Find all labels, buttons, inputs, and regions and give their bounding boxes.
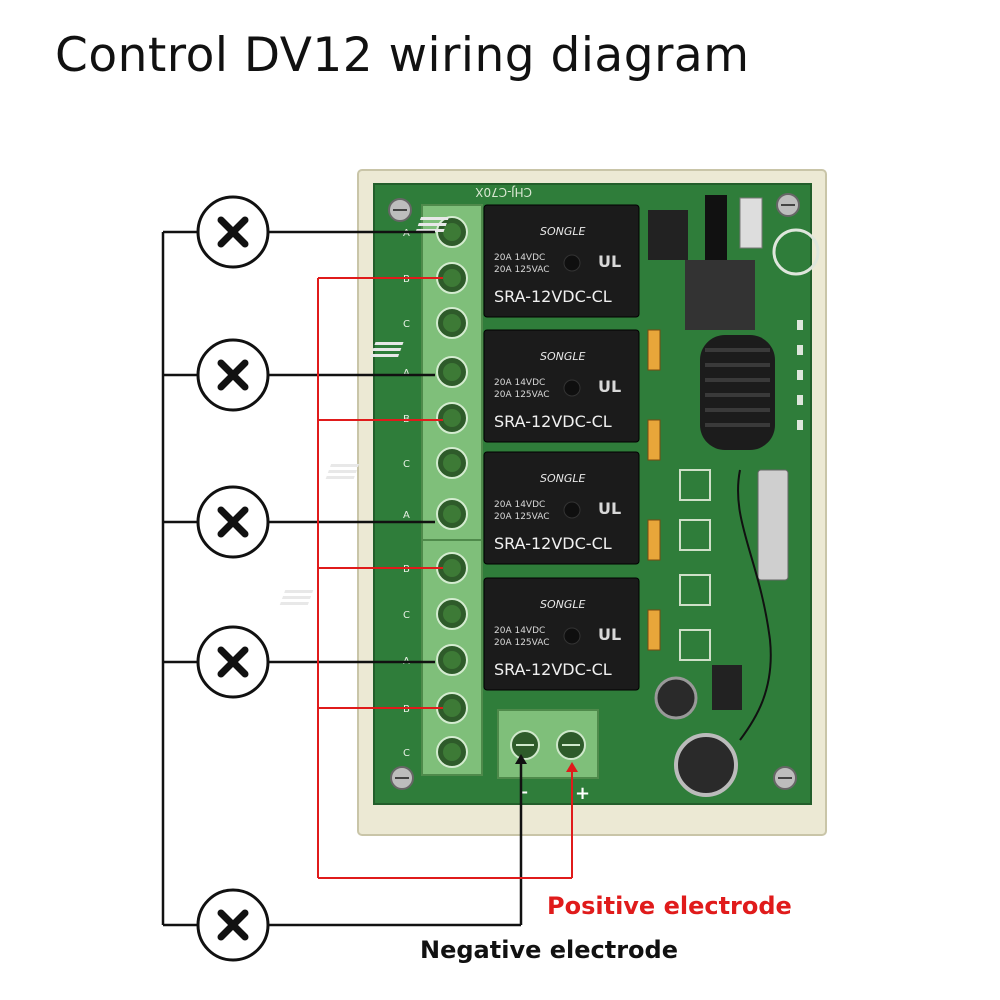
black-wires <box>161 230 523 927</box>
pcb-silk-label: CHJ-C70X <box>475 185 532 199</box>
terminal-letter: C <box>403 748 410 759</box>
relay-model: SRA-12VDC-CL <box>494 412 612 431</box>
terminal-letter: B <box>403 564 410 575</box>
terminal-letter: B <box>403 704 410 715</box>
positive-electrode-label: Positive electrode <box>547 892 792 920</box>
terminal-screw <box>436 402 468 434</box>
terminal-screw <box>436 262 468 294</box>
terminal-plus-label: + <box>575 783 590 804</box>
relay-model: SRA-12VDC-CL <box>494 534 612 553</box>
relay-spec: 20A 14VDC <box>494 253 545 263</box>
relay-spec: 20A 125VAC <box>494 265 550 275</box>
terminal-screw <box>436 447 468 479</box>
relay-spec: 20A 14VDC <box>494 500 545 510</box>
relay-cert-mark: UL <box>598 252 621 271</box>
relay: SONGLE 20A 14VDC 20A 125VAC UL SRA-12VDC-CL <box>279 577 640 691</box>
relay-spec: 20A 125VAC <box>494 512 550 522</box>
lamp-icon <box>196 485 270 559</box>
terminal-letter: C <box>403 610 410 621</box>
relay-cert-mark: UL <box>598 625 621 644</box>
pcb-components <box>647 195 820 797</box>
relay-brand: SONGLE <box>540 225 586 238</box>
diagram-title: Control DV12 wiring diagram <box>55 28 750 83</box>
relay-spec: 20A 14VDC <box>494 378 545 388</box>
red-wires <box>317 277 573 879</box>
terminal-screw <box>436 598 468 630</box>
relay-cert-mark: UL <box>598 377 621 396</box>
relay-spec: 20A 125VAC <box>494 638 550 648</box>
terminal-screw <box>436 498 468 530</box>
relay: SONGLE 20A 14VDC 20A 125VAC UL SRA-12VDC-CL <box>325 451 640 565</box>
terminal-minus-label: – <box>520 782 528 801</box>
lamp-icon <box>196 625 270 699</box>
positive-arrow <box>566 762 578 772</box>
terminal-screw <box>436 307 468 339</box>
negative-electrode-label: Negative electrode <box>420 936 678 964</box>
terminal-screw <box>436 356 468 388</box>
lamps <box>196 195 270 962</box>
lamp-icon <box>196 338 270 412</box>
relay-brand: SONGLE <box>540 472 586 485</box>
relay-spec: 20A 125VAC <box>494 390 550 400</box>
relay: SONGLE 20A 14VDC 20A 125VAC UL SRA-12VDC-CL <box>415 204 640 318</box>
terminal-letter: C <box>403 459 410 470</box>
relay-brand: SONGLE <box>540 598 586 611</box>
relay-model: SRA-12VDC-CL <box>494 287 612 306</box>
terminal-letter: A <box>403 368 410 379</box>
terminal-screw <box>436 736 468 768</box>
terminal-letter: C <box>403 319 410 330</box>
terminal-screw <box>436 552 468 584</box>
relay-spec: 20A 14VDC <box>494 626 545 636</box>
relay: SONGLE 20A 14VDC 20A 125VAC UL SRA-12VDC-CL <box>370 329 640 443</box>
terminal-letter: A <box>403 228 410 239</box>
relay-brand: SONGLE <box>540 350 586 363</box>
lamp-icon <box>196 888 270 962</box>
terminal-letter: B <box>403 274 410 285</box>
terminal-letter: A <box>403 510 410 521</box>
relay-cert-mark: UL <box>598 499 621 518</box>
power-terminal-screws <box>510 730 586 760</box>
terminal-screw <box>436 644 468 676</box>
negative-arrow <box>515 754 527 764</box>
relay-model: SRA-12VDC-CL <box>494 660 612 679</box>
mounting-screws <box>388 193 800 790</box>
lamp-icon <box>196 195 270 269</box>
